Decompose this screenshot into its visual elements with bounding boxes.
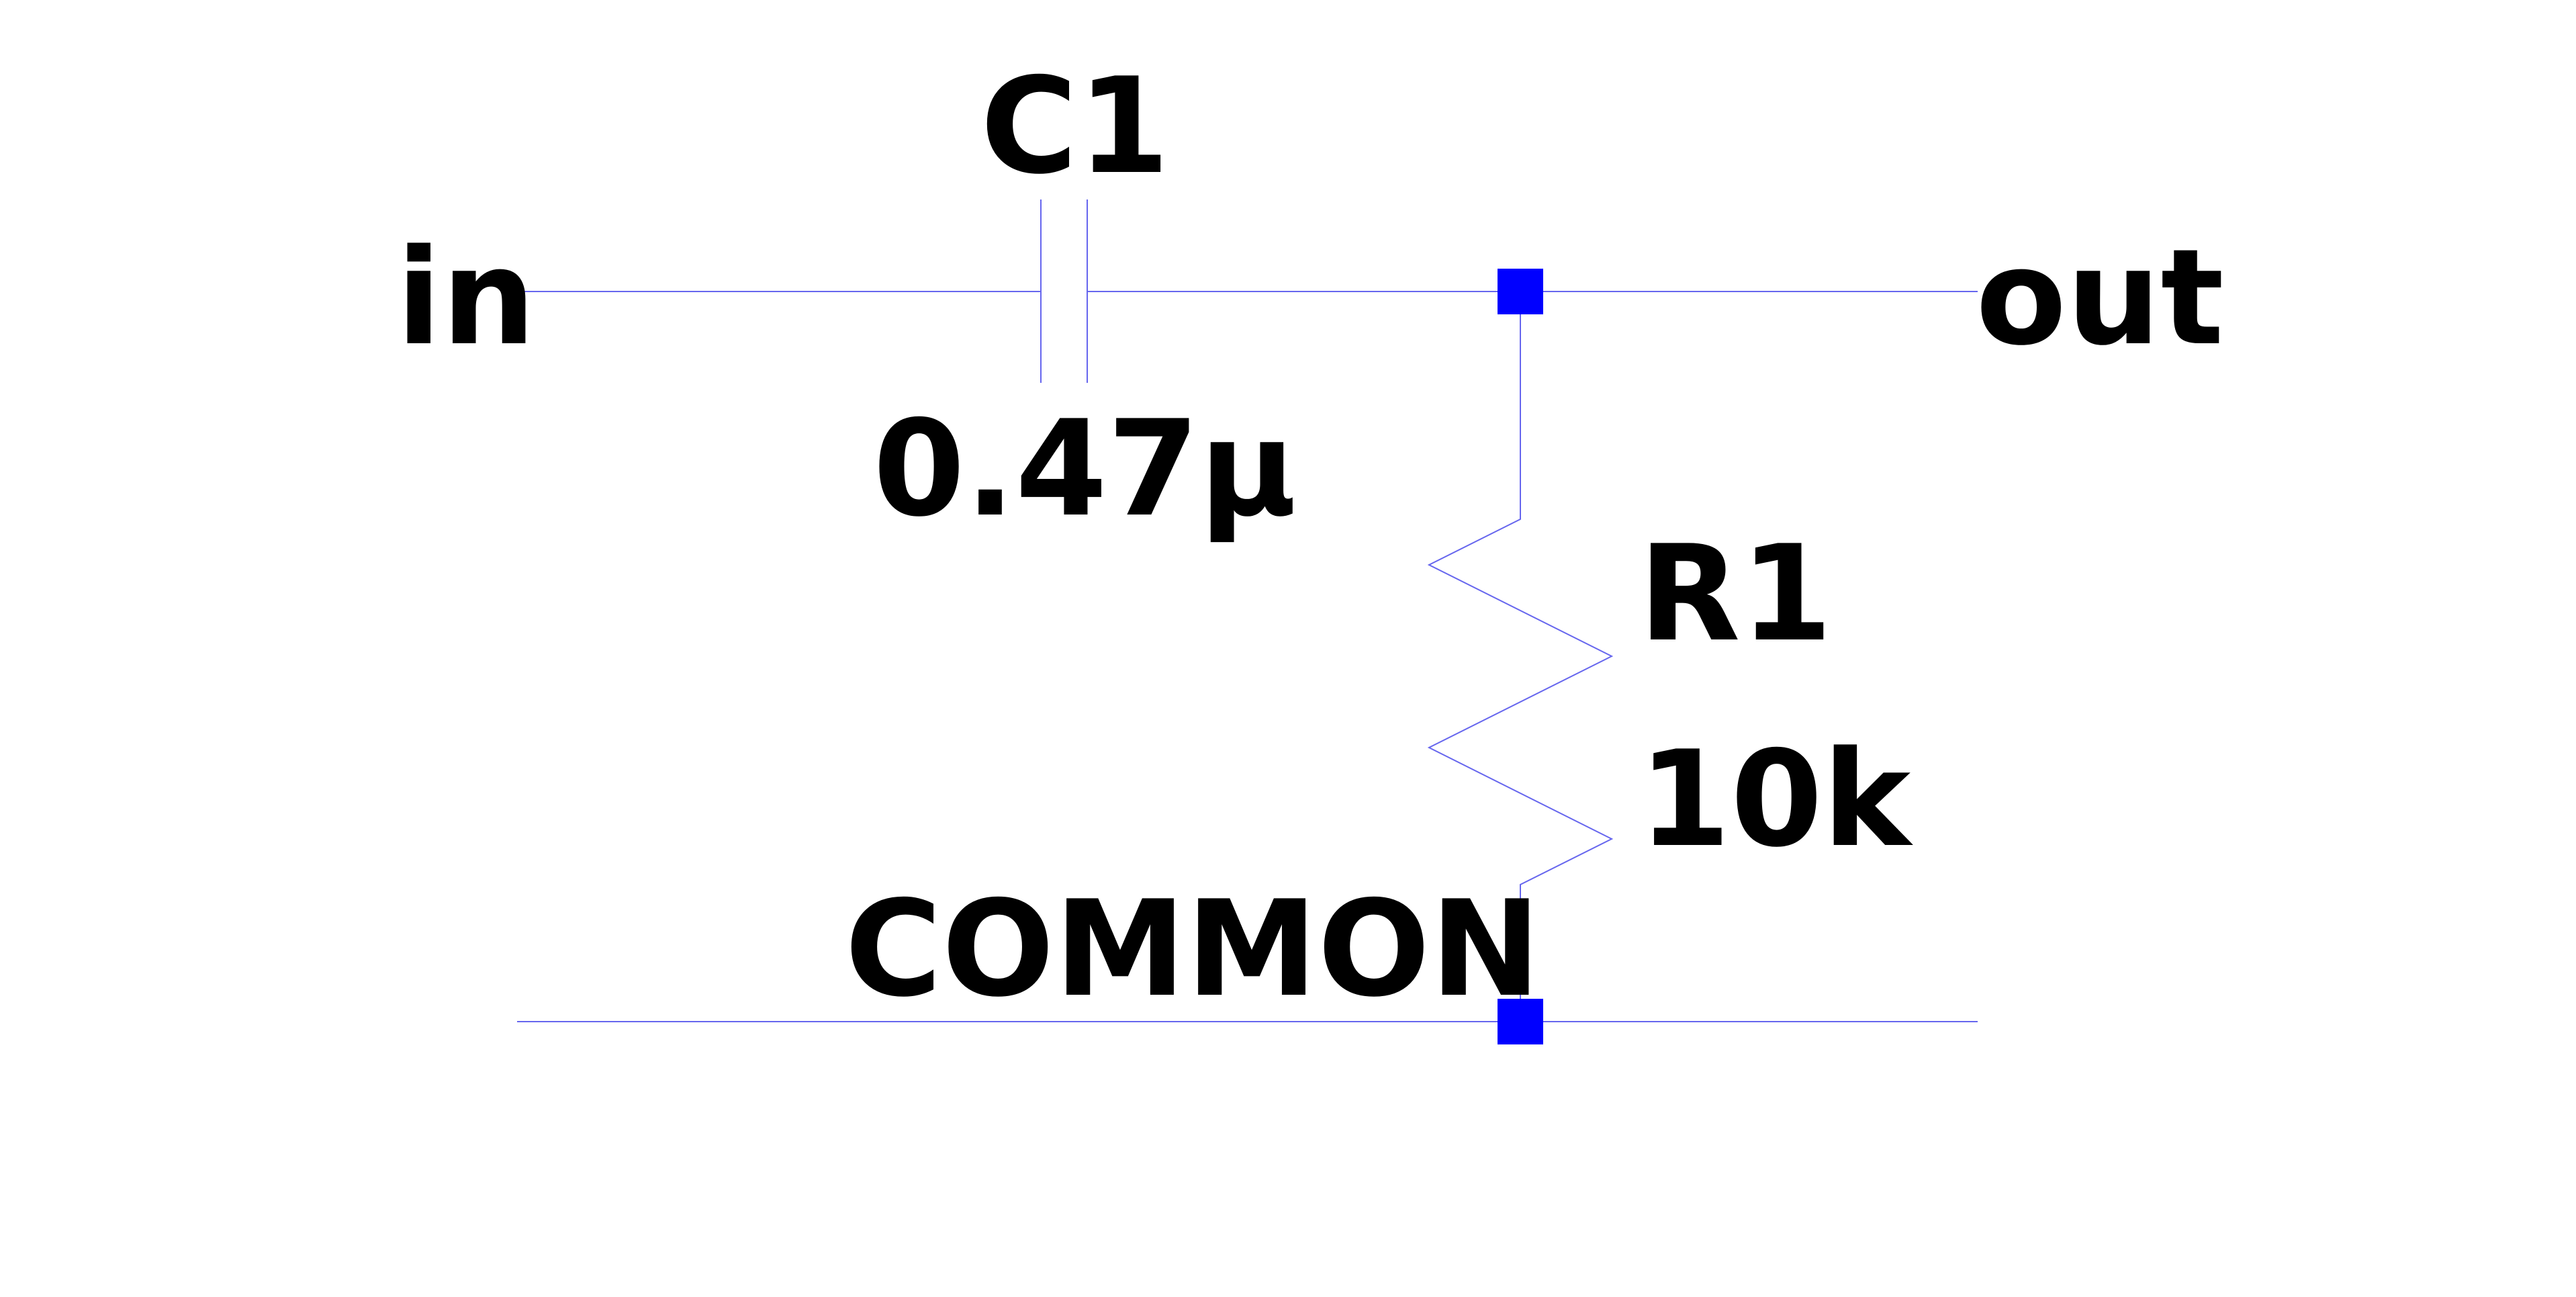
net-label-common: COMMON bbox=[845, 873, 1540, 1026]
net-label-out: out bbox=[1976, 221, 2224, 375]
net-label-in: in bbox=[396, 221, 536, 375]
junction-node-common bbox=[1498, 999, 1543, 1044]
capacitor-ref-label: C1 bbox=[980, 50, 1170, 204]
resistor-ref-label: R1 bbox=[1639, 517, 1833, 671]
resistor-value-label: 10k bbox=[1639, 723, 1913, 877]
resistor-r1 bbox=[1427, 292, 1614, 1022]
capacitor-value-label: 0.47µ bbox=[873, 392, 1297, 546]
resistor-zigzag bbox=[1427, 292, 1614, 1022]
junction-node-out bbox=[1498, 269, 1543, 314]
capacitor-c1 bbox=[1040, 199, 1088, 383]
